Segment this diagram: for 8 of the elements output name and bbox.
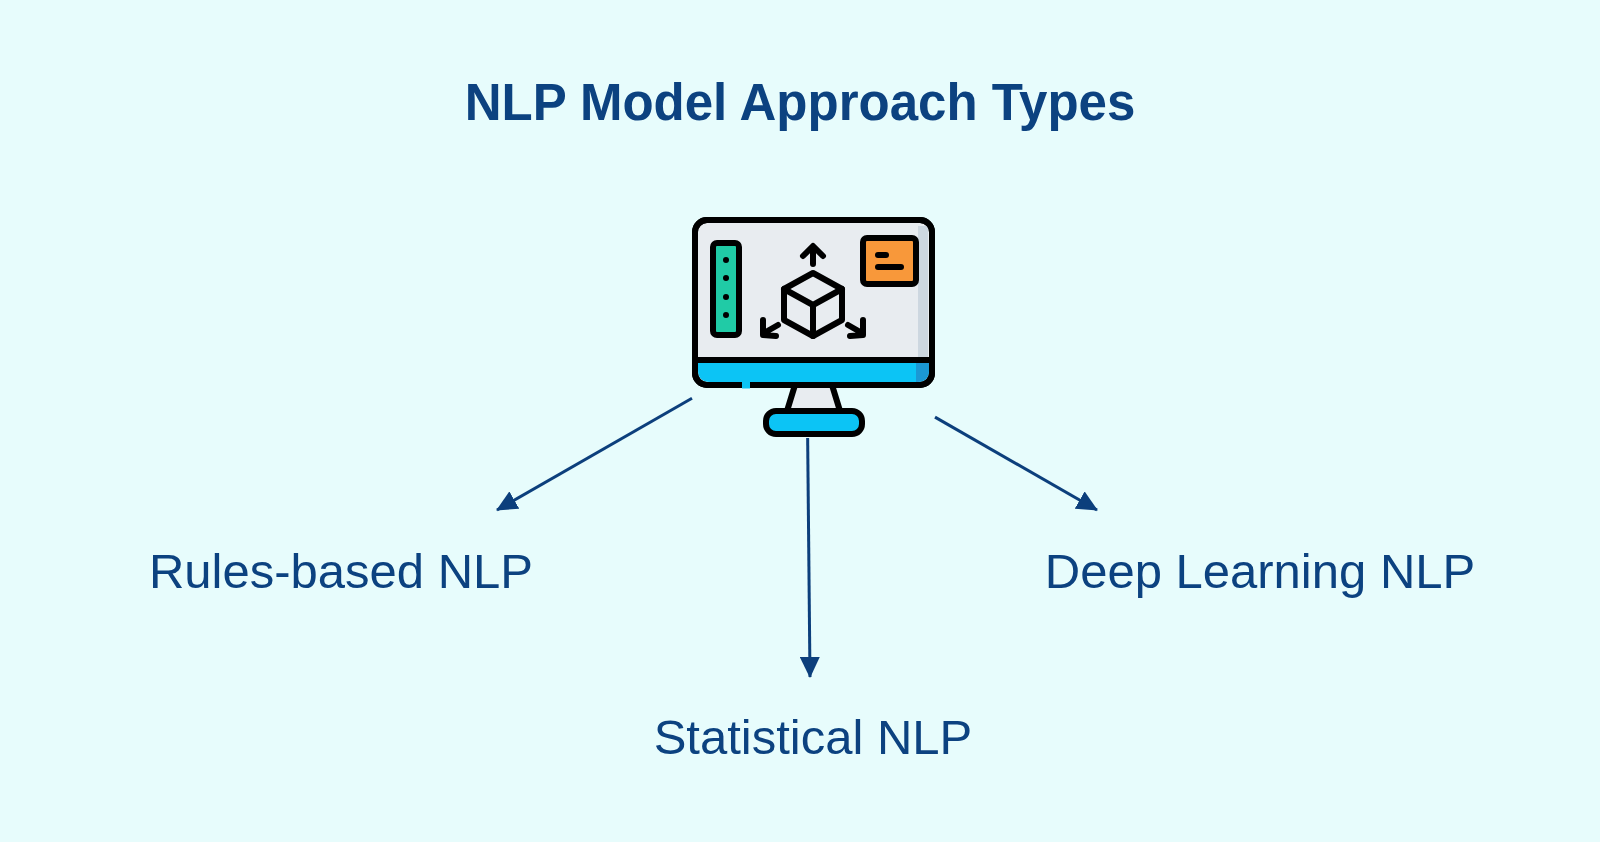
title: NLP Model Approach Types <box>464 74 1136 131</box>
approach-label: Deep Learning NLP <box>1044 544 1476 598</box>
approach-label: Statistical NLP <box>653 710 973 764</box>
approach-label: Rules-based NLP <box>148 544 533 598</box>
arrow <box>799 438 820 678</box>
arrow <box>934 415 1098 512</box>
computer-monitor-illustration <box>692 217 935 438</box>
arrow <box>496 396 693 512</box>
